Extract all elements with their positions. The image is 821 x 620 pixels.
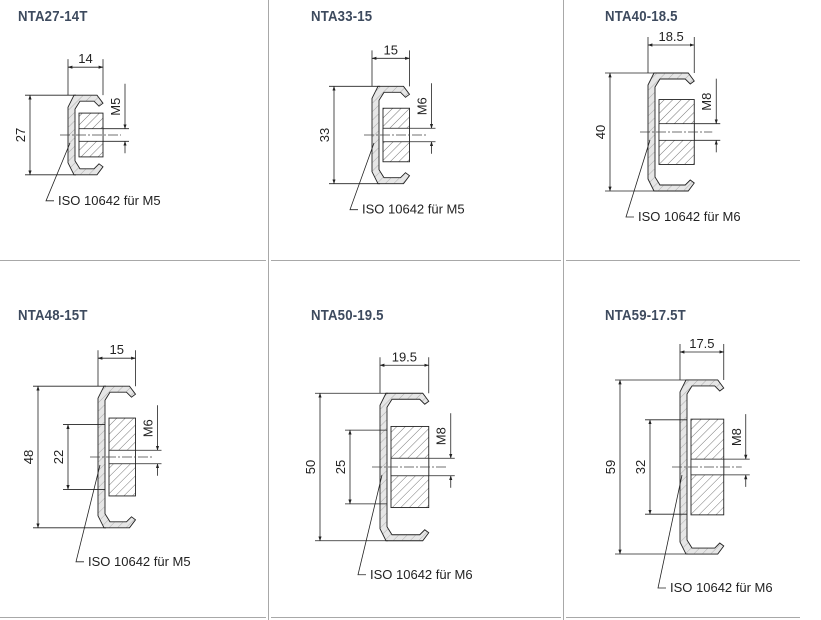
inner-dimension-label: 25 <box>333 460 348 474</box>
screw-note: ISO 10642 für M6 <box>638 209 741 224</box>
profile-title: NTA50-19.5 <box>311 307 384 324</box>
profile-hatch <box>68 95 103 175</box>
height-dimension-label: 48 <box>21 450 36 464</box>
leader-line <box>75 464 101 563</box>
profile-title: NTA27-14T <box>18 8 88 25</box>
leader-line <box>657 474 683 589</box>
profile-hatch <box>98 386 136 528</box>
profile-hatch <box>372 86 410 184</box>
grid-divider <box>0 617 266 618</box>
leader-line <box>625 139 651 218</box>
leader-line <box>349 142 375 211</box>
width-dimension-label: 15 <box>110 342 124 357</box>
grid-divider <box>271 260 561 261</box>
grid-divider <box>271 617 561 618</box>
height-dimension-label: 33 <box>317 128 332 142</box>
profile-title: NTA59-17.5T <box>605 307 686 324</box>
profile-title: NTA48-15T <box>18 307 88 324</box>
profile-drawing <box>315 357 455 576</box>
profile-hatch <box>680 379 724 555</box>
thread-label: M8 <box>729 428 744 446</box>
height-dimension-label: 59 <box>603 460 618 474</box>
screw-note: ISO 10642 für M6 <box>370 567 473 582</box>
height-dimension-label: 50 <box>303 460 318 474</box>
height-dimension-label: 40 <box>593 125 608 139</box>
profile-drawing <box>329 50 436 211</box>
profile-hatch <box>380 393 429 541</box>
inner-dimension-label: 32 <box>633 460 648 474</box>
screw-note: ISO 10642 für M5 <box>88 554 191 569</box>
height-dimension-label: 27 <box>13 128 28 142</box>
width-dimension-label: 14 <box>78 51 92 66</box>
leader-line <box>357 474 383 576</box>
profile-title: NTA33-15 <box>311 8 373 25</box>
grid-divider <box>563 0 564 620</box>
profile-hatch <box>648 73 695 191</box>
width-dimension-label: 18.5 <box>658 29 683 44</box>
grid-divider <box>566 617 800 618</box>
profile-title: NTA40-18.5 <box>605 8 678 25</box>
thread-label: M5 <box>108 98 123 116</box>
width-dimension-label: 19.5 <box>392 349 417 364</box>
screw-note: ISO 10642 für M5 <box>362 202 465 217</box>
screw-note: ISO 10642 für M5 <box>58 193 161 208</box>
screw-note: ISO 10642 für M6 <box>670 580 773 595</box>
profile-drawing <box>33 350 162 563</box>
grid-divider <box>268 0 269 620</box>
width-dimension-label: 17.5 <box>689 336 714 351</box>
thread-label: M8 <box>434 427 449 445</box>
profile-drawing <box>25 59 129 202</box>
thread-label: M8 <box>699 93 714 111</box>
thread-label: M6 <box>141 419 156 437</box>
grid-divider <box>566 260 800 261</box>
profile-drawing <box>615 343 750 589</box>
leader-line <box>45 142 71 202</box>
width-dimension-label: 15 <box>384 42 398 57</box>
inner-dimension-label: 22 <box>51 450 66 464</box>
thread-label: M6 <box>415 97 430 115</box>
profile-drawing <box>605 37 721 218</box>
grid-divider <box>0 260 266 261</box>
